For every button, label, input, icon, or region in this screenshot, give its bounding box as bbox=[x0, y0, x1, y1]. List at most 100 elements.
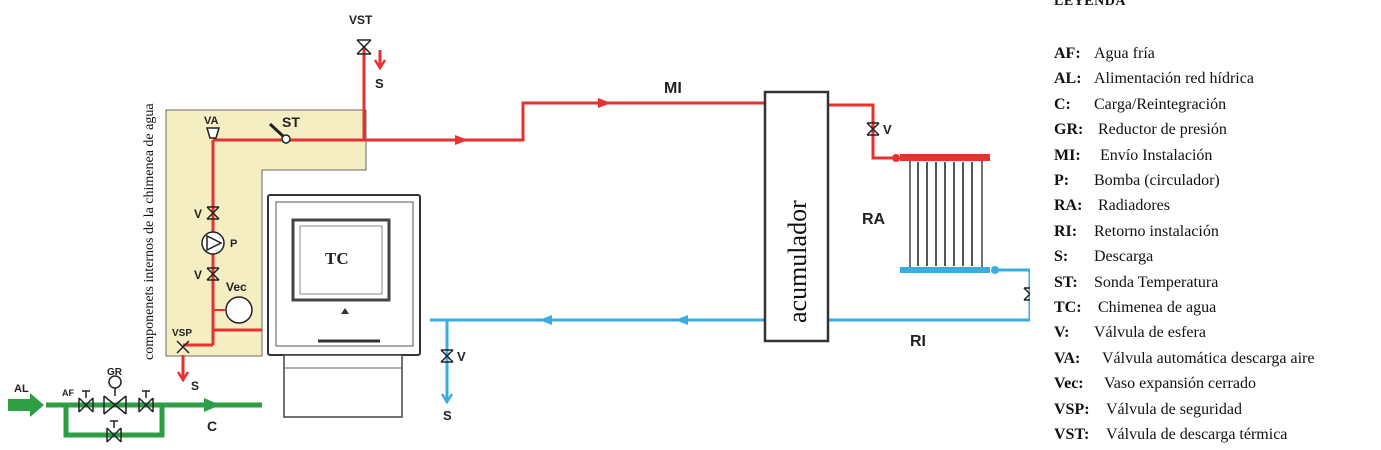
internal-components-panel bbox=[165, 109, 367, 357]
flow-main-pipe bbox=[286, 101, 765, 142]
gr-valve-icon bbox=[103, 395, 127, 415]
legend-description: Sonda Temperatura bbox=[1094, 273, 1219, 291]
drain-symbols bbox=[176, 59, 454, 405]
legend-code: V: bbox=[1054, 324, 1070, 342]
legend-code: RI: bbox=[1054, 222, 1078, 240]
v-label: V bbox=[883, 122, 892, 137]
legend-code: VST: bbox=[1054, 426, 1090, 443]
accumulator-tank bbox=[763, 90, 830, 343]
supply-inlet-arrow bbox=[8, 393, 44, 417]
legend-item: C: Carga/Reintegración bbox=[1054, 96, 1226, 120]
flow-arrow bbox=[598, 98, 611, 108]
legend-description: Carga/Reintegración bbox=[1094, 95, 1227, 113]
legend-code: MI: bbox=[1054, 146, 1081, 164]
valves bbox=[78, 39, 1030, 443]
gr-gauge-icon bbox=[108, 375, 122, 389]
legend-description: Reductor de presión bbox=[1098, 121, 1227, 139]
legend-item: VA:Válvula automática descarga aire bbox=[1054, 350, 1314, 374]
legend-code: RA: bbox=[1054, 197, 1083, 215]
tc-label: TC bbox=[325, 249, 349, 268]
legend-item: GR:Reductor de presión bbox=[1054, 121, 1227, 145]
c-label: C bbox=[207, 418, 217, 434]
vec-label: Vec bbox=[226, 280, 247, 294]
supply-bypass-pipe bbox=[63, 405, 165, 438]
ra-label: RA bbox=[862, 211, 886, 228]
radiator bbox=[892, 154, 999, 274]
cold-pipes bbox=[430, 268, 1030, 402]
legend-item: MI: Envío Instalación bbox=[1054, 147, 1212, 171]
legend-description: Retorno instalación bbox=[1094, 222, 1219, 240]
legend-description: Vaso expansión cerrado bbox=[1104, 375, 1256, 393]
expansion-vessel-icon bbox=[225, 296, 253, 324]
legend-description: Válvula automática descarga aire bbox=[1102, 349, 1315, 367]
panel-caption: componenets internos de la chimenea de a… bbox=[142, 103, 157, 360]
legend-item: VST: Válvula de descarga térmica bbox=[1054, 426, 1287, 450]
component-labels: VST S ST VA V P V Vec VSP S AL AF GR C T… bbox=[14, 13, 926, 434]
af-valve-icon bbox=[78, 397, 94, 413]
bypass-valve-icon bbox=[106, 427, 122, 443]
legend-description: Bomba (circulador) bbox=[1094, 172, 1220, 189]
pump-icon bbox=[201, 231, 225, 255]
legend-description: Alimentación red hídrica bbox=[1094, 70, 1254, 88]
ri-label: RI bbox=[910, 333, 926, 350]
p-label: P bbox=[230, 238, 237, 250]
vst-label: VST bbox=[349, 13, 373, 27]
s-label: S bbox=[375, 76, 384, 91]
v-label: V bbox=[457, 349, 466, 364]
legend-title: LEYENDA bbox=[1054, 0, 1126, 9]
v-valve-icon bbox=[440, 349, 454, 363]
flow-arrow bbox=[455, 135, 468, 145]
legend-code: ST: bbox=[1054, 273, 1078, 291]
al-label: AL bbox=[14, 383, 29, 395]
s-label: S bbox=[443, 408, 452, 423]
vsp-label: VSP bbox=[172, 328, 192, 339]
vsp-valve-icon bbox=[176, 340, 190, 354]
af-label: AF bbox=[62, 388, 74, 398]
v-label: V bbox=[194, 268, 202, 282]
vst-valve-icon bbox=[356, 39, 372, 55]
legend-description: Chimenea de agua bbox=[1098, 299, 1217, 316]
radiator-supply-pipe bbox=[828, 103, 895, 160]
legend-item: RA: Radiadores bbox=[1054, 197, 1170, 221]
v-label: V bbox=[194, 207, 202, 221]
legend-item: Vec:Vaso expansión cerrado bbox=[1054, 375, 1256, 399]
legend-item: S: Descarga bbox=[1054, 248, 1153, 272]
legend-item: P: Bomba (circulador) bbox=[1054, 172, 1220, 196]
v-valve-icon bbox=[206, 206, 220, 220]
legend-item: TC: Chimenea de agua bbox=[1054, 299, 1216, 323]
drain-icon bbox=[176, 371, 190, 383]
legend-description: Válvula de descarga térmica bbox=[1106, 426, 1288, 443]
legend-code: S: bbox=[1054, 248, 1069, 266]
legend-code: AF: bbox=[1054, 45, 1081, 62]
va-label: VA bbox=[204, 115, 219, 127]
heating-diagram: componenets internos de la chimenea de a… bbox=[8, 13, 1030, 443]
legend-description: Válvula de seguridad bbox=[1106, 400, 1242, 418]
legend-item: RI: Retorno instalación bbox=[1054, 223, 1219, 247]
flow-arrow bbox=[675, 315, 688, 325]
hot-flow-arrows bbox=[455, 98, 611, 145]
valve-stems bbox=[82, 388, 150, 428]
v-valve-icon bbox=[866, 122, 880, 136]
supply-flow-arrow bbox=[204, 398, 220, 412]
legend-item: V: Válvula de esfera bbox=[1054, 324, 1206, 348]
legend-description: Válvula de esfera bbox=[1094, 324, 1206, 342]
drain-icon bbox=[440, 393, 454, 405]
st-label: ST bbox=[282, 114, 300, 130]
return-radiator-pipe bbox=[828, 268, 1030, 322]
mi-label: MI bbox=[664, 80, 682, 97]
legend-code: C: bbox=[1054, 95, 1071, 113]
flow-arrow bbox=[539, 315, 552, 325]
legend-description: Radiadores bbox=[1098, 197, 1170, 215]
legend-item: AL:Alimentación red hídrica bbox=[1054, 70, 1254, 94]
legend-code: VSP: bbox=[1054, 400, 1090, 418]
legend-code: TC: bbox=[1054, 299, 1082, 316]
legend-description: Descarga bbox=[1094, 248, 1154, 266]
legend-description: Agua fría bbox=[1094, 45, 1155, 62]
fireplace-tc bbox=[267, 194, 421, 418]
s-label: S bbox=[191, 379, 199, 393]
legend-description: Envío Instalación bbox=[1100, 146, 1213, 164]
legend-code: P: bbox=[1054, 172, 1070, 189]
accumulator-label: acumulador bbox=[783, 200, 812, 323]
air-vent-icon bbox=[205, 127, 221, 139]
gr-label: GR bbox=[107, 367, 123, 378]
